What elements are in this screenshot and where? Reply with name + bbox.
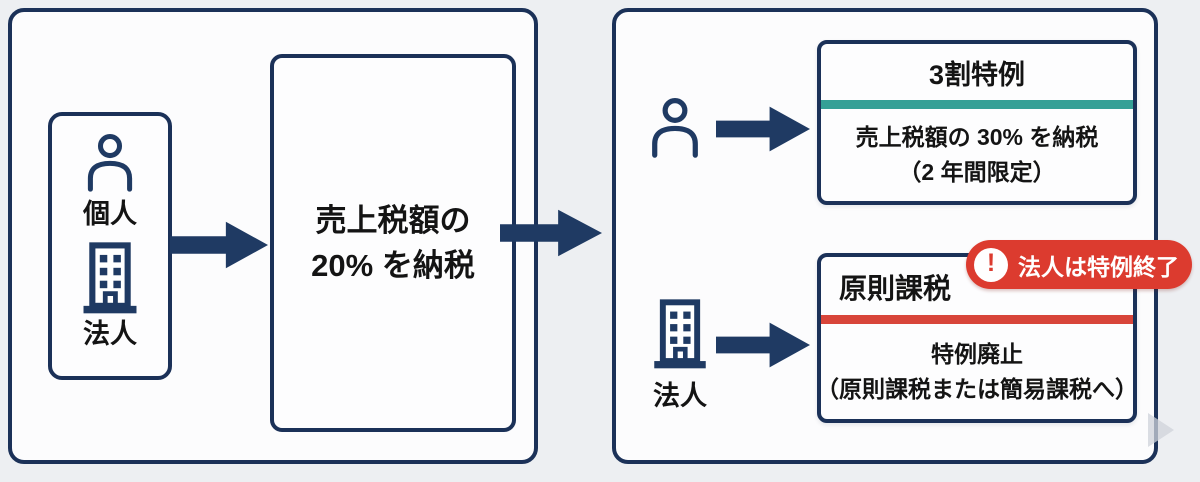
flow-arrow-icon — [716, 322, 810, 368]
alert-badge-text: 法人は特例終了 — [1018, 253, 1179, 280]
current-tax-box: 売上税額の 20% を納税 — [270, 54, 516, 432]
current-tax-line1: 売上税額の — [315, 203, 471, 238]
special-rule-line2: （2 年間限定） — [898, 159, 1056, 185]
special-rule-card: 3割特例 売上税額の 30% を納税 （2 年間限定） — [817, 40, 1137, 205]
corporation-label: 法人 — [83, 319, 137, 350]
special-rule-title: 3割特例 — [928, 60, 1026, 90]
corporation-label: 法人 — [653, 381, 707, 411]
corporation-entity: 法人 — [630, 296, 730, 412]
taxpayer-box: 個人 法人 — [48, 112, 172, 380]
flow-arrow-icon — [500, 209, 602, 257]
teal-accent-bar — [821, 100, 1133, 109]
flow-arrow-icon — [170, 221, 268, 269]
building-icon — [76, 242, 144, 314]
special-rule-body: 売上税額の 30% を納税 （2 年間限定） — [821, 109, 1133, 201]
individual-label: 個人 — [83, 199, 137, 229]
general-taxation-line1: 特例廃止 — [931, 340, 1023, 367]
current-tax-line2: 20% を納税 — [311, 248, 475, 283]
corporation-alert-badge: ! 法人は特例終了 — [966, 240, 1192, 289]
next-chevron-icon — [1148, 413, 1174, 447]
current-rule-panel: 個人 法人 売上税額の 20% を納税 — [8, 8, 538, 464]
general-taxation-title: 原則課税 — [839, 273, 952, 304]
special-rule-line1: 売上税額の 30% を納税 — [855, 124, 1099, 150]
person-icon — [646, 96, 704, 158]
exclamation-mark: ! — [986, 249, 996, 277]
person-icon — [82, 132, 138, 192]
exclamation-icon: ! — [974, 247, 1008, 282]
general-taxation-line2: （原則課税または簡易課税へ） — [817, 375, 1137, 402]
red-accent-bar — [821, 315, 1133, 324]
building-icon — [647, 296, 713, 372]
flow-arrow-icon — [716, 106, 810, 152]
general-taxation-body: 特例廃止 （原則課税または簡易課税へ） — [821, 324, 1133, 419]
